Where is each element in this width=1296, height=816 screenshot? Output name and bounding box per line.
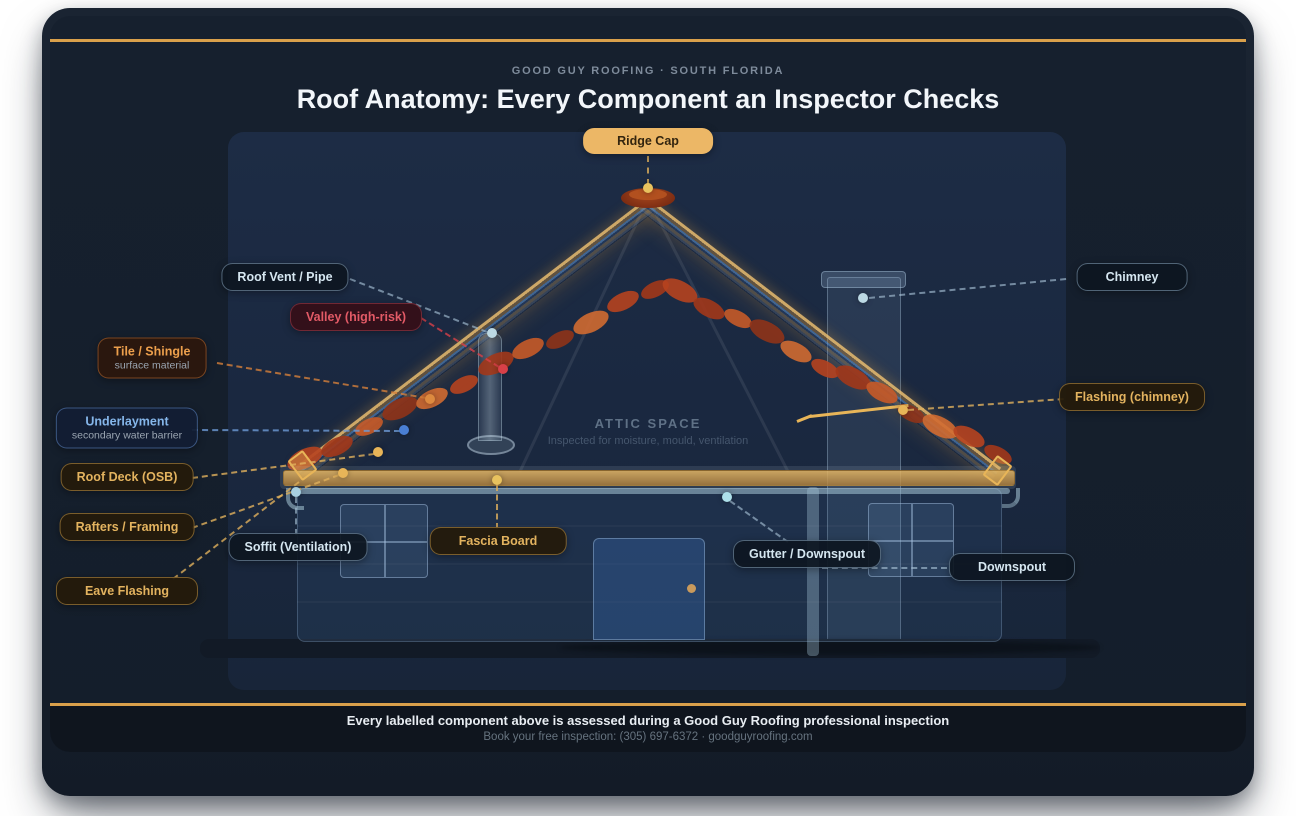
front-door — [593, 538, 705, 640]
label-eave-flashing: Eave Flashing — [55, 577, 199, 605]
content-panel: GOOD GUY ROOFING · SOUTH FLORIDA Roof An… — [50, 16, 1246, 752]
label-valley: Valley (high-risk) — [289, 303, 423, 331]
anchor-underlayment — [399, 425, 409, 435]
connector-ridge-cap — [647, 156, 649, 185]
gutter-left-end — [286, 488, 304, 510]
door-knob — [687, 584, 696, 593]
infographic-card: GOOD GUY ROOFING · SOUTH FLORIDA Roof An… — [42, 8, 1254, 796]
connector-downspout — [822, 567, 947, 569]
label-flashing-chimney: Flashing (chimney) — [1059, 383, 1205, 411]
ridge-cap-highlight — [629, 189, 667, 200]
footer-statement: Every labelled component above is assess… — [346, 713, 950, 728]
anchor-gutter — [722, 492, 732, 502]
label-fascia: Fascia Board — [429, 527, 567, 555]
footer-contact: Book your free inspection: (305) 697-637… — [483, 731, 813, 743]
roof-vent-pipe-base — [467, 435, 515, 455]
anchor-rafters — [338, 468, 348, 478]
house-wall — [297, 488, 1002, 642]
anchor-chimney — [858, 293, 868, 303]
label-roof-vent: Roof Vent / Pipe — [221, 263, 349, 291]
anchor-roof-vent — [487, 328, 497, 338]
brand-line: GOOD GUY ROOFING · SOUTH FLORIDA — [511, 65, 785, 77]
gutter-shape — [292, 488, 1010, 494]
roof-vent-pipe-shape — [478, 333, 502, 441]
label-roof-deck: Roof Deck (OSB) — [60, 463, 194, 491]
anchor-flashing-chimney — [898, 405, 908, 415]
roof-diagram: ATTIC SPACE Inspected for moisture, moul… — [50, 16, 1246, 752]
anchor-fascia — [492, 475, 502, 485]
fascia-board-shape — [283, 470, 1015, 486]
gutter-right-end — [1002, 488, 1020, 508]
chimney-cap-shape — [821, 271, 906, 288]
label-chimney: Chimney — [1076, 263, 1188, 291]
page-title: Roof Anatomy: Every Component an Inspect… — [296, 84, 1000, 114]
label-rafters: Rafters / Framing — [59, 513, 195, 541]
anchor-tile-shingle — [425, 394, 435, 404]
label-downspout: Downspout — [948, 553, 1076, 581]
footer-band: Every labelled component above is assess… — [50, 703, 1246, 752]
connector-fascia — [496, 485, 498, 529]
label-soffit: Soffit (Ventilation) — [228, 533, 368, 561]
anchor-valley — [498, 364, 508, 374]
downspout-pipe — [807, 487, 819, 656]
top-accent-rule — [50, 39, 1246, 42]
ground-shadow — [560, 640, 1100, 655]
anchor-roof-deck — [373, 447, 383, 457]
attic-space-subtitle: Inspected for moisture, mould, ventilati… — [547, 435, 749, 447]
right-window — [868, 503, 954, 577]
connector-soffit — [295, 497, 297, 535]
label-gutter-downspout: Gutter / Downspout — [733, 540, 881, 568]
chimney-shape — [827, 277, 901, 642]
attic-space-label: ATTIC SPACE — [594, 416, 702, 431]
anchor-soffit — [291, 487, 301, 497]
label-ridge-cap: Ridge Cap — [583, 128, 713, 154]
anchor-ridge-cap — [643, 183, 653, 193]
